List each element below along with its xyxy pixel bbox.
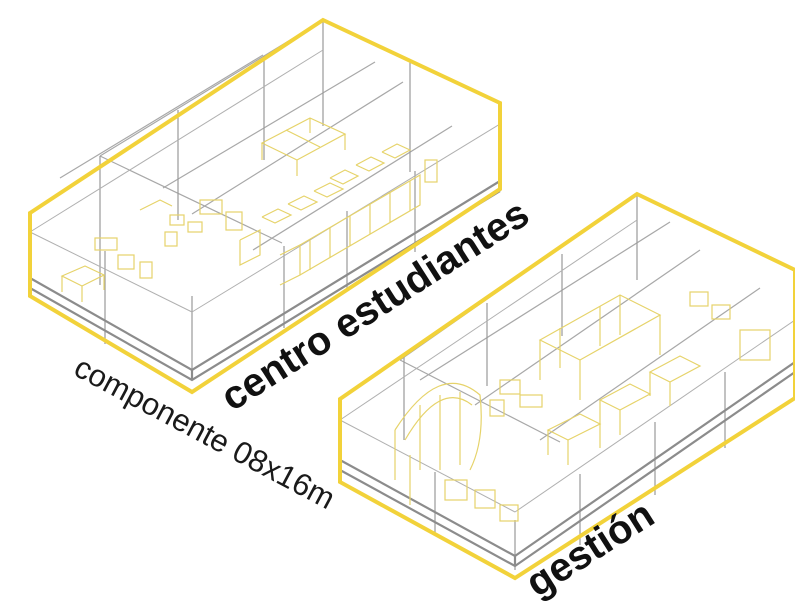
furniture-centro [60,117,438,302]
furniture-gestion [394,291,771,522]
label-centro-estudiantes: centro estudiantes [213,191,537,419]
box-centro-estudiantes [28,17,502,395]
box-gestion [338,191,795,581]
